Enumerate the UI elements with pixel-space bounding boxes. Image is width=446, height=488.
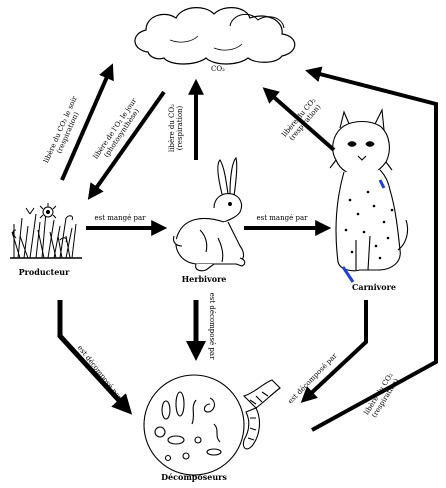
producer-label: Producteur [19,267,70,277]
cloud-illustration [134,7,296,65]
carnivore-lynx-illustration [329,108,409,283]
edge-label-herbivore-carnivore: est mangé par [257,214,309,222]
herbivore-rabbit-illustration [172,156,246,272]
arrow-decomposers-to-cloud [305,66,438,432]
arrow-carnivore-to-decomposers [300,300,368,403]
arrows [57,63,438,432]
arrow-cloud-to-producer [87,90,166,200]
edge-label-herbivore-decomposers: est décomposé par [208,293,216,360]
carnivore-label: Carnivore [352,282,396,292]
arrow-carnivore-to-cloud [262,87,336,152]
decomposers-illustration [143,374,281,476]
edge-label-carnivore-decomposers: est décomposé par [286,351,339,405]
herbivore-label: Herbivore [182,274,227,284]
decomposers-label: Décomposeurs [161,472,227,482]
edge-label-producer-decomposers: est décomposé par [76,344,124,402]
edge-label-herbivore-co2-line2: (respiration) [176,105,184,150]
arrow-producer-to-cloud [60,63,114,181]
producer-plants-illustration [10,203,82,259]
co2-label: CO₂ [211,65,225,73]
edge-label-producer-herbivore: est mangé par [95,214,147,222]
arrow-producer-to-decomposers [57,300,133,415]
edge-label-herbivore-co2-line1: libère du CO₂ [168,104,176,152]
edge-label-producer-o2-line1: libère de l'O₂ le jour [92,96,139,160]
